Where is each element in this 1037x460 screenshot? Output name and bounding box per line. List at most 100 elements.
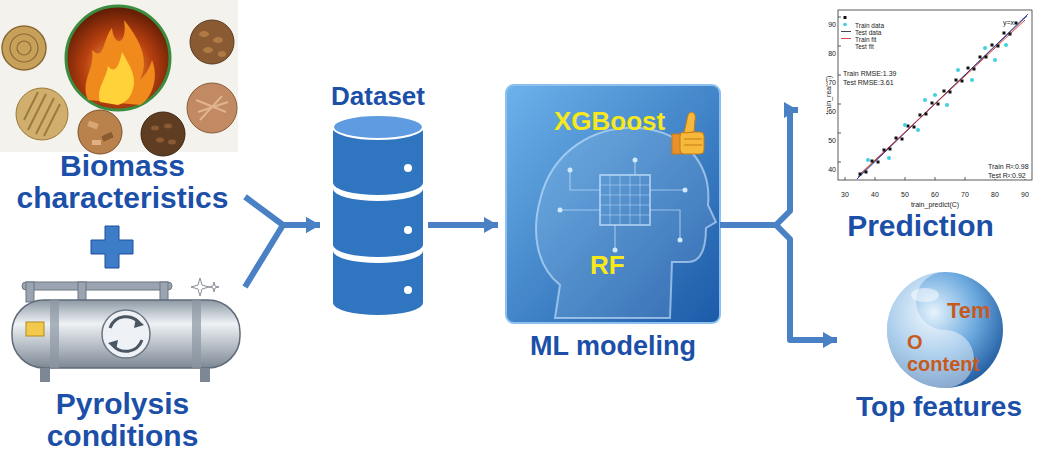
dataset-cylinder: Dataset [328,82,428,318]
model-panel [680,132,704,154]
scatter-chart [866,158,870,162]
biomass-photos [24,92,60,136]
biomass-photos [10,34,38,62]
reactor-drawing [134,318,144,328]
node-text: Tem [845,298,1033,323]
reactor-drawing [160,282,168,302]
scatter-chart [1015,22,1018,25]
database-cylinder [333,115,423,315]
scatter-chart [877,161,880,164]
biomass-photos [199,31,209,37]
biomass-photos [203,47,213,53]
biomass-photos [168,140,176,145]
scatter-chart [983,46,987,50]
node-text: Pyrolysis conditions [0,388,245,453]
database-cylinder [333,189,423,257]
biomass-photos [16,88,68,140]
biomass-photos [213,37,223,43]
chart-label-holder: 90 [1015,183,1035,191]
chart-label: 50 [901,191,909,198]
flow-arrow [245,197,320,225]
scatter-chart [970,78,974,82]
feature-sphere [911,288,939,302]
biomass-photos [187,83,237,133]
biomass-photos [2,26,46,70]
database-cylinder [404,226,412,234]
reactor-drawing [26,322,44,336]
chart-label: 40 [828,166,836,173]
chart-label: 50 [828,137,836,144]
model-panel [558,208,563,213]
reactor-drawing [22,282,172,290]
plus-sign [91,226,133,268]
model-panel [684,139,702,145]
scatter-chart [955,79,958,82]
feature-sphere: TemO contentTop features [845,272,1033,423]
biomass-photos [92,140,101,145]
model-panel [536,128,716,318]
chart-label-holder: Train R²:0.98 [988,155,1029,163]
model-panel [568,168,573,173]
scatter-chart [933,93,937,97]
node-text: XGBoost [506,107,720,137]
chart-label: 70 [961,191,969,198]
scatter-chart [1004,43,1008,47]
node-text: Biomass characteristics [0,150,245,215]
scatter-chart [1009,33,1012,36]
scatter-chart [883,149,886,152]
scatter-chart [993,58,997,62]
chart-label: 80 [991,191,999,198]
node-text: Dataset [328,82,428,112]
biomass-photos [66,6,170,110]
chart-label: train_predict(C) [911,201,959,208]
flow-arrow [245,225,320,287]
scatter-chart [841,38,851,39]
scatter-chart [860,20,1025,174]
legend-entry: Test fit [855,43,874,50]
node-text: O content [845,331,995,375]
database-cylinder [333,251,423,315]
model-panel [600,175,650,225]
legend-holder: Train fit [855,28,876,35]
model-panel [683,188,688,193]
flow-arrow [720,225,837,340]
chart-label: 60 [931,191,939,198]
biomass-photos [86,20,155,105]
scatter-chart [859,173,862,176]
biomass-photos [190,20,234,64]
chart-label-holder: 40 [812,158,836,166]
legend-holder: Test fit [855,35,874,42]
scatter-chart [949,91,952,94]
flow-arrow [720,110,798,225]
chart-label-holder: 70 [955,183,975,191]
biomass-panel: Biomass characteristics [0,0,245,215]
flow-arrow [428,222,498,228]
chart-label-holder: 50 [895,183,915,191]
scatter-chart [967,67,970,70]
scatter-chart [973,68,976,71]
chart-label-holder: 40 [865,183,885,191]
pyrolysis-panel: Pyrolysis conditions [0,265,245,453]
scatter-chart [913,126,916,129]
biomass-photos [164,124,172,129]
chart-label-holder: train_real(C) [817,65,825,125]
chart-label: 70 [828,79,836,86]
database-cylinder [333,115,423,139]
reactor-drawing [209,282,219,292]
chart-label-holder: Test RMSE:3.61 [843,71,894,79]
model-panel [678,238,683,243]
biomass-photos [17,41,31,55]
model-box: XGBoostRFML modeling [506,85,720,362]
scatter-chart [866,43,1008,162]
scatter-chart [979,56,982,59]
scatter-chart [991,44,994,47]
scatter-chart [838,10,1032,180]
model-panel [506,85,720,323]
scatter-chart [806,2,1035,205]
reactor-drawing [12,278,240,382]
scatter-chart [857,14,1028,179]
scatter-chart [997,45,1000,48]
legend-entry: Test data [855,29,881,36]
reactor-drawing [50,300,59,368]
biomass-photos [0,0,238,156]
